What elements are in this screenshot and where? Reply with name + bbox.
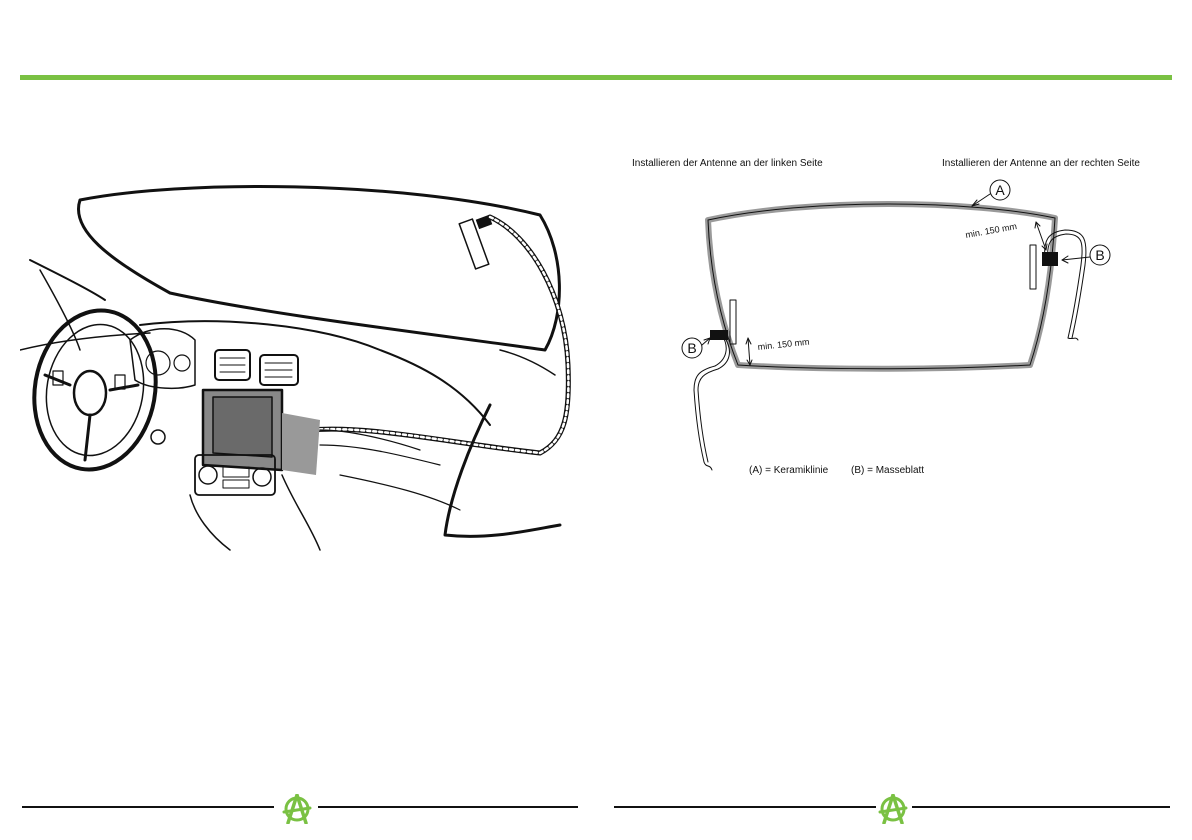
anarchy-a-logo-icon (282, 794, 312, 824)
anarchy-a-logo-icon (878, 794, 908, 824)
footer-rule-right-1 (614, 806, 876, 808)
right-side-installation-label: Installieren der Antenne an der rechten … (942, 158, 1140, 169)
footer-rule-right-2 (912, 806, 1170, 808)
marker-b-right-label: B (1095, 247, 1104, 263)
left-side-installation-label: Installieren der Antenne an der linken S… (632, 158, 823, 169)
dashboard-illustration (20, 175, 590, 560)
legend-ceramic-line: (A) = Keramiklinie (749, 465, 828, 476)
marker-b-left-label: B (687, 340, 696, 356)
dimension-right-label: min. 150 mm (965, 221, 1018, 240)
marker-a-label: A (995, 182, 1005, 198)
header-accent-rule (20, 75, 1172, 80)
footer-rule-left-2 (318, 806, 578, 808)
legend-ground-plate: (B) = Masseblatt (851, 465, 924, 476)
footer-rule-left-1 (22, 806, 274, 808)
windshield-diagram: A min. 150 mm B B min. 150 mm (660, 170, 1140, 490)
dimension-left-label: min. 150 mm (757, 337, 810, 352)
